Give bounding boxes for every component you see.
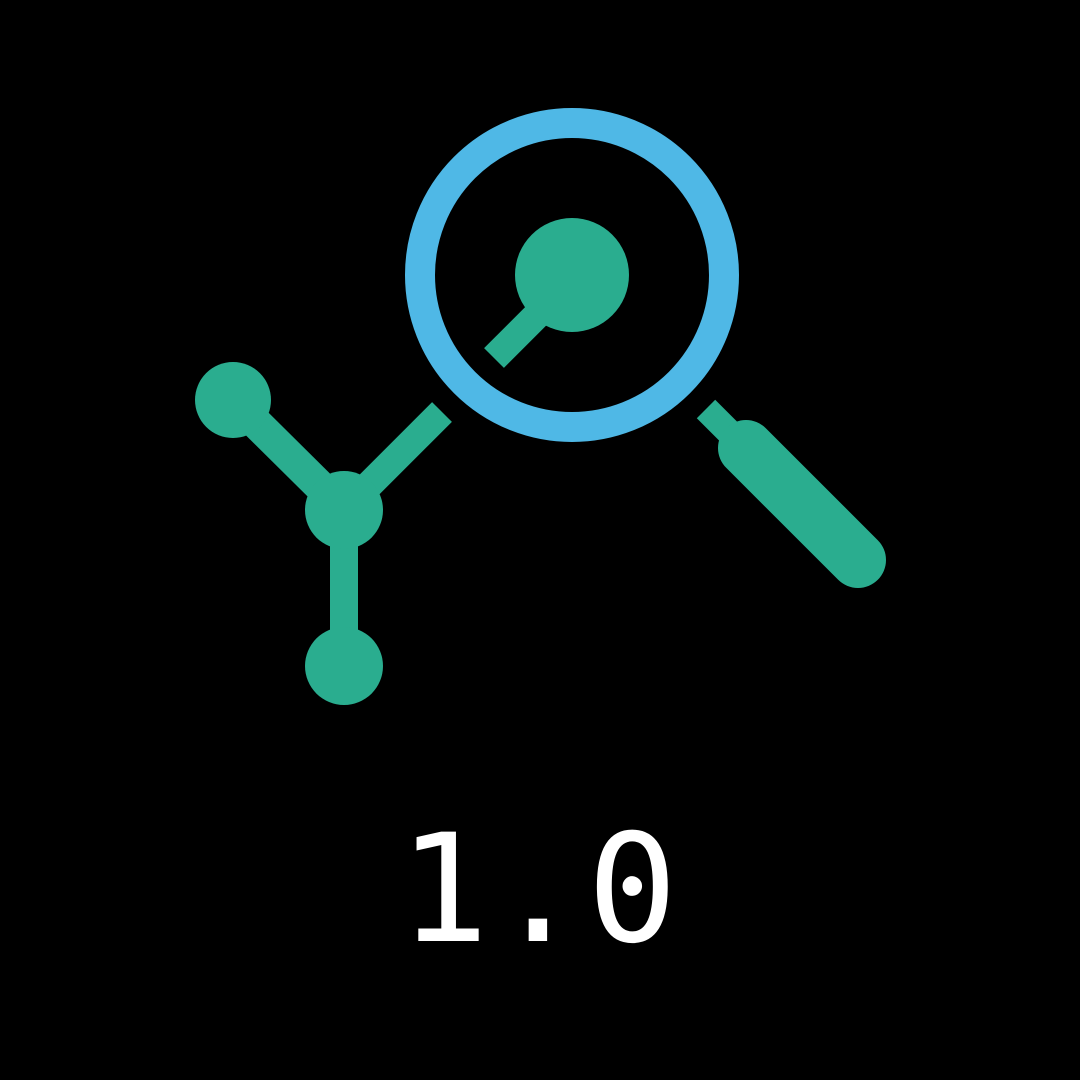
graph-node [305, 471, 383, 549]
magnifier-handle [718, 420, 886, 588]
lens-ring [405, 108, 739, 442]
graph-node [305, 627, 383, 705]
version-label: 1.0 [398, 803, 682, 977]
graph-network-icon [195, 362, 452, 705]
magnifier-icon [405, 108, 886, 588]
graph-node [195, 362, 271, 438]
lens-node [515, 218, 629, 332]
